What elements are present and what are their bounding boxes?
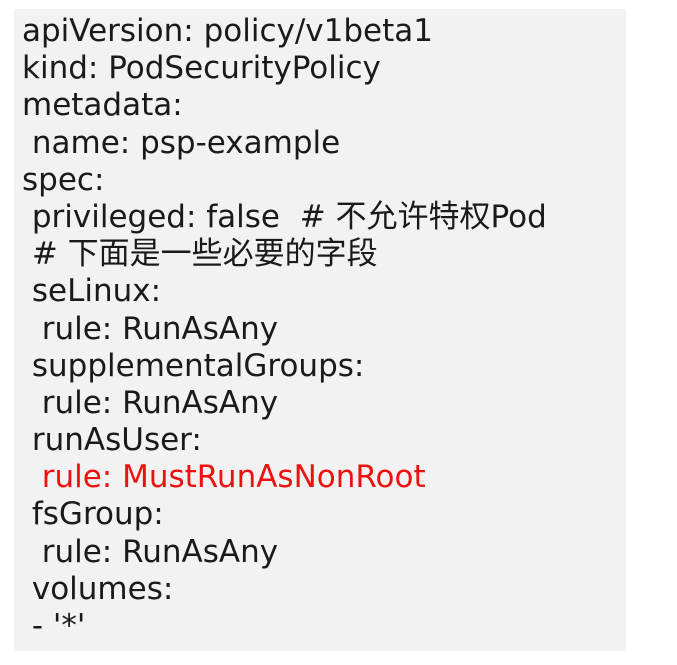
code-line: volumes:: [22, 570, 174, 607]
code-line: metadata:: [22, 87, 183, 124]
code-line: runAsUser:: [22, 422, 202, 459]
code-line: fsGroup:: [22, 496, 164, 533]
code-line: privileged: false # 不允许特权Pod: [22, 198, 547, 235]
code-line: - '*': [22, 608, 86, 644]
code-line: rule: RunAsAny: [22, 533, 279, 570]
code-line: rule: RunAsAny: [22, 310, 279, 347]
code-line: rule: RunAsAny: [22, 384, 279, 421]
code-line: seLinux:: [22, 273, 162, 310]
code-line: supplementalGroups:: [22, 347, 365, 384]
code-line-comment: # 下面是一些必要的字段: [22, 236, 378, 273]
code-line-highlighted: rule: MustRunAsNonRoot: [22, 459, 426, 496]
code-line: name: psp-example: [22, 124, 341, 161]
yaml-code-block: apiVersion: policy/v1beta1 kind: PodSecu…: [14, 9, 626, 651]
code-line: spec:: [22, 161, 105, 198]
code-line: apiVersion: policy/v1beta1: [22, 13, 433, 49]
code-line: kind: PodSecurityPolicy: [22, 50, 381, 87]
